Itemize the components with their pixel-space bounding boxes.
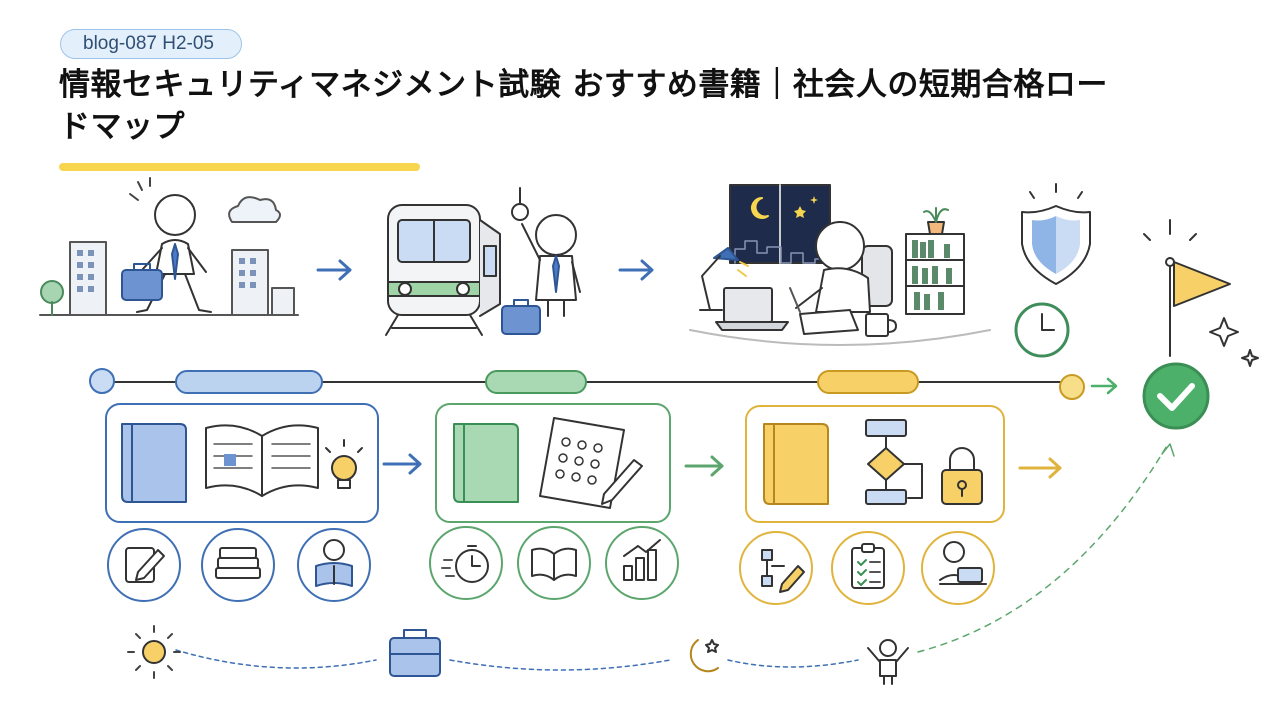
timeline — [89, 368, 1118, 400]
open-book-icon — [517, 526, 591, 600]
shield-icon — [1021, 183, 1091, 285]
arrow-right-icon — [382, 453, 422, 475]
stopwatch-icon — [429, 526, 503, 600]
briefcase-icon — [501, 299, 541, 335]
answer-sheet-icon — [539, 417, 643, 509]
desk-lamp-icon — [699, 247, 749, 311]
book-icon — [763, 423, 829, 505]
flowchart-icon — [865, 419, 923, 505]
bookshelf-icon — [905, 233, 965, 315]
padlock-icon — [941, 447, 983, 505]
stage-1-panel — [105, 403, 379, 523]
open-book-icon — [205, 424, 319, 497]
flag-icon — [1143, 219, 1231, 357]
title-underline — [59, 163, 420, 171]
daily-path — [127, 443, 1175, 685]
laptop-icon — [715, 287, 789, 331]
tree-icon — [40, 280, 64, 316]
arrow-right-icon — [684, 455, 724, 477]
building-icon — [39, 241, 299, 316]
businessman-icon — [129, 177, 212, 313]
book-icon — [121, 423, 187, 503]
window-night-icon — [729, 184, 831, 264]
moon-icon — [751, 197, 769, 219]
chart-up-icon — [605, 526, 679, 600]
checklist-icon — [831, 531, 905, 605]
stage-3-subicons — [739, 531, 995, 605]
moon-star-icon — [689, 639, 719, 673]
train-icon — [385, 204, 501, 336]
train-scene — [385, 187, 581, 336]
sun-icon — [127, 625, 181, 679]
commute-walk-scene — [39, 177, 299, 316]
article-tag: blog-087 H2-05 — [60, 29, 242, 59]
note-pencil-icon — [107, 528, 181, 602]
page-title: 情報セキュリティマネジメント試験 おすすめ書籍｜社会人の短期合格ロードマップ — [59, 67, 1108, 145]
arrow-right-icon — [618, 259, 654, 281]
businessman-icon — [521, 214, 581, 317]
lightbulb-icon — [325, 439, 363, 489]
arrow-right-icon — [1018, 457, 1062, 479]
stage-1-subicons — [107, 528, 371, 602]
clock-icon — [1014, 302, 1070, 358]
diagram-pencil-icon — [739, 531, 813, 605]
stage-3-panel — [745, 405, 1005, 523]
stage-2-panel — [435, 403, 671, 523]
arrow-right-icon — [316, 259, 352, 281]
stage-2-subicons — [429, 526, 679, 600]
briefcase-icon — [121, 263, 163, 301]
plant-icon — [923, 207, 949, 235]
notebook-icon — [799, 309, 859, 335]
cheering-person-icon — [867, 639, 909, 685]
mug-icon — [865, 313, 897, 337]
student-icon — [789, 221, 893, 313]
briefcase-icon — [389, 629, 441, 677]
book-icon — [453, 423, 519, 503]
night-study-scene — [689, 184, 991, 346]
goal-scene — [1014, 183, 1259, 430]
reader-icon — [297, 528, 371, 602]
sparkle-icon — [1241, 349, 1259, 367]
book-stack-icon — [201, 528, 275, 602]
strap-handle-icon — [511, 187, 529, 221]
sparkle-icon — [1209, 317, 1239, 347]
checkmark-icon — [1142, 362, 1210, 430]
cloud-icon — [228, 196, 281, 223]
laptop-user-icon — [921, 531, 995, 605]
